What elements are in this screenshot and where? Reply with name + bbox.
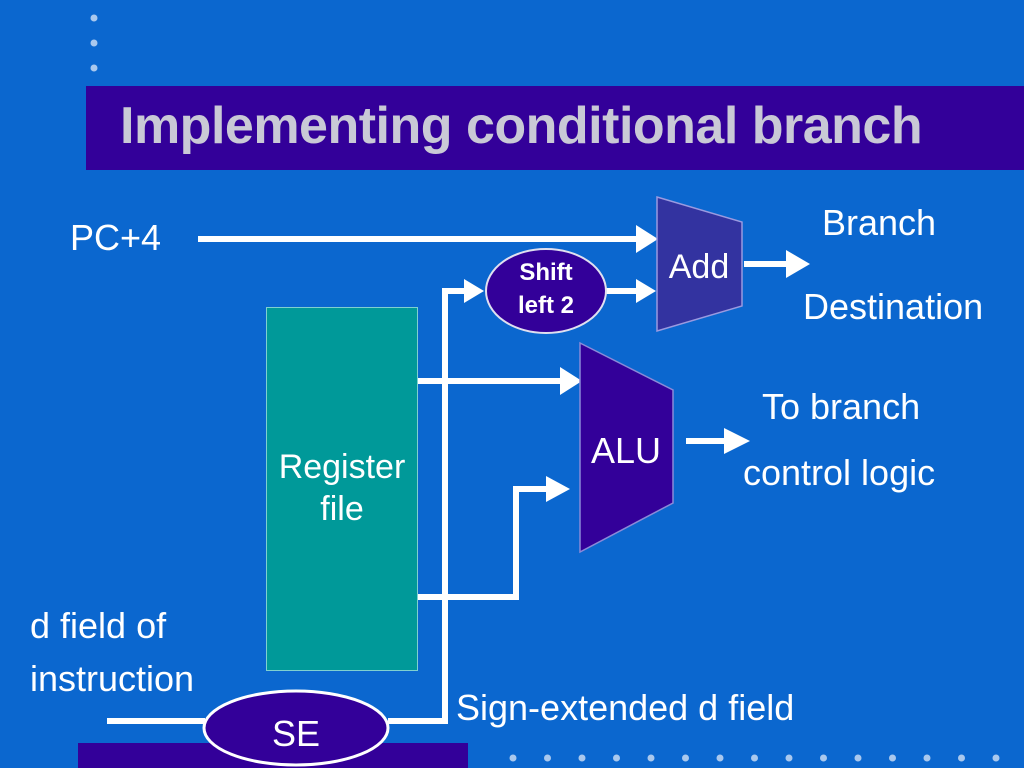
reg-to-alu-a-arrowhead xyxy=(560,367,582,395)
register-file-label-line2: file xyxy=(320,490,364,528)
dot xyxy=(992,754,1000,762)
add-label: Add xyxy=(669,248,730,286)
alu-output-arrowhead xyxy=(724,428,750,454)
branch-destination-line1: Branch xyxy=(822,202,937,243)
dot xyxy=(785,754,793,762)
alu-unit xyxy=(579,341,674,554)
shift-label-line1: Shift xyxy=(519,259,572,286)
d-field-line1: d field of xyxy=(30,605,167,646)
slide-title: Implementing conditional branch xyxy=(120,97,923,155)
dot xyxy=(751,754,758,762)
shift-label-line2: left 2 xyxy=(518,292,574,319)
sign-extended-label: Sign-extended d field xyxy=(456,687,795,728)
se-to-alu-b-wire xyxy=(418,486,550,600)
add-output-arrowhead xyxy=(786,250,810,278)
shift-to-add-arrowhead xyxy=(636,279,656,303)
dot xyxy=(682,754,689,762)
bottom-dot-row xyxy=(509,754,1000,762)
dot xyxy=(923,754,931,762)
se-to-shift-wire xyxy=(388,288,466,724)
dot xyxy=(90,39,98,47)
dot xyxy=(820,754,827,762)
shift-left-2-unit xyxy=(485,248,607,334)
add-unit xyxy=(656,195,743,333)
dot xyxy=(90,64,98,72)
dot xyxy=(716,754,724,762)
se-to-alu-b-arrowhead xyxy=(546,476,570,502)
dot xyxy=(578,754,586,762)
branch-destination-line2: Destination xyxy=(803,286,984,327)
dot xyxy=(889,754,896,762)
to-branch-line2: control logic xyxy=(743,452,936,493)
dot xyxy=(509,754,517,762)
se-label: SE xyxy=(272,713,320,754)
alu-label: ALU xyxy=(591,430,661,471)
register-file-label: Register file xyxy=(266,446,418,530)
pc4-arrowhead xyxy=(636,225,658,253)
sign-extend-unit xyxy=(202,689,390,767)
dot xyxy=(90,14,98,22)
dot xyxy=(958,754,965,762)
se-to-shift-arrowhead xyxy=(464,279,484,303)
dot xyxy=(544,754,551,762)
d-field-line2: instruction xyxy=(30,658,195,699)
dot xyxy=(647,754,655,762)
register-file-label-line1: Register xyxy=(278,448,406,486)
to-branch-line1: To branch xyxy=(762,386,921,427)
title-bar xyxy=(86,86,1024,170)
dot xyxy=(613,754,620,762)
dot xyxy=(854,754,862,762)
register-file-block xyxy=(266,307,418,671)
pc4-label: PC+4 xyxy=(70,217,162,258)
